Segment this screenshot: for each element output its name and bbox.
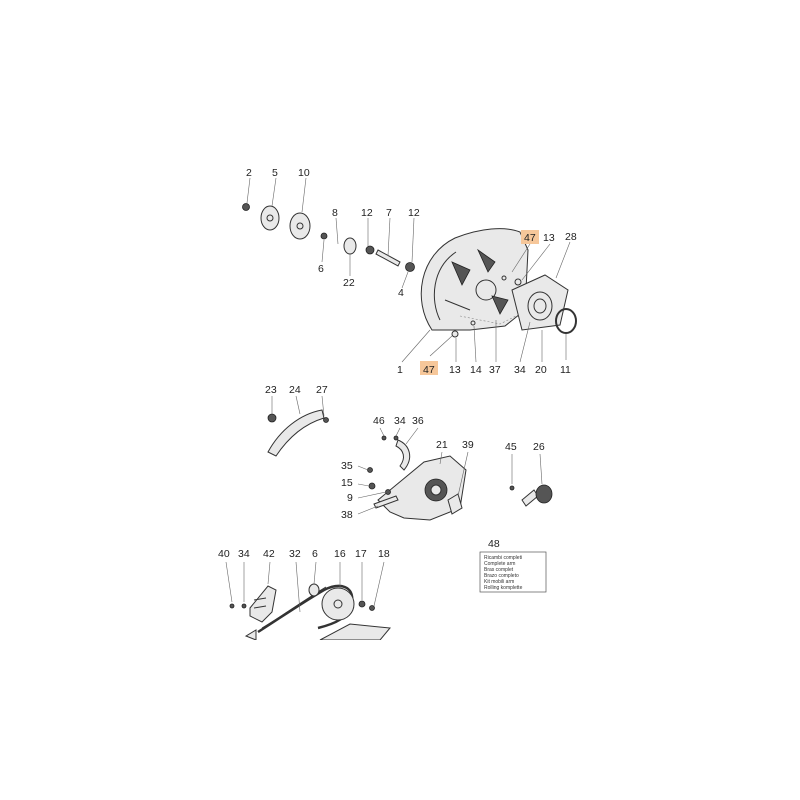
callout-12: 12 [361, 207, 373, 219]
leader-lines-top [246, 177, 571, 363]
kit-line-4: Brazo completo [484, 573, 519, 579]
callout-47: 47 [524, 232, 536, 244]
callout-17: 17 [355, 548, 367, 560]
leader-lines-middle [271, 395, 543, 515]
kit-line-1: Ricambi completi [484, 555, 522, 561]
callout-16: 16 [334, 548, 346, 560]
callout-24: 24 [289, 384, 301, 396]
kit-line-6: Rolling komplette [484, 585, 523, 591]
callout-32: 32 [289, 548, 301, 560]
kit-line-5: Kit mobili arm [484, 579, 514, 585]
callout-40: 40 [218, 548, 230, 560]
callout-46: 46 [373, 415, 385, 427]
callout-7: 7 [386, 207, 392, 219]
callout-27: 27 [316, 384, 328, 396]
kit-line-2: Complete arm [484, 561, 515, 567]
callout-15: 15 [341, 477, 353, 489]
cropped-area [0, 640, 800, 800]
complete-arm-kit-box: Ricambi completi Complete arm Bras compl… [479, 551, 547, 593]
knob [509, 484, 553, 507]
callout-34b: 34 [394, 415, 406, 427]
callout-4: 4 [398, 287, 404, 299]
callout-28: 28 [565, 231, 577, 243]
callout-6: 6 [318, 263, 324, 275]
callout-13b: 13 [449, 364, 461, 376]
callout-42: 42 [263, 548, 275, 560]
callout-6b: 6 [312, 548, 318, 560]
callout-36: 36 [412, 415, 424, 427]
callout-10: 10 [298, 167, 310, 179]
callout-47b: 47 [423, 364, 435, 376]
belt-assembly [229, 583, 391, 641]
shaft-parts [242, 203, 476, 338]
callout-2: 2 [246, 167, 252, 179]
callout-18: 18 [378, 548, 390, 560]
guard-cover [501, 274, 577, 334]
callout-47b-highlight [420, 361, 438, 375]
callout-34: 34 [514, 364, 526, 376]
curved-strap [267, 409, 329, 457]
callout-11: 11 [560, 364, 571, 376]
callout-21: 21 [436, 439, 448, 451]
callout-8: 8 [332, 207, 338, 219]
callout-37: 37 [489, 364, 501, 376]
callout-5: 5 [272, 167, 278, 179]
callout-20: 20 [535, 364, 547, 376]
callout-14: 14 [470, 364, 482, 376]
callout-45: 45 [505, 441, 517, 453]
leader-lines-bottom [225, 561, 385, 613]
callout-34c: 34 [238, 548, 250, 560]
callout-13: 13 [543, 232, 555, 244]
kit-line-3: Bras complet [484, 567, 514, 573]
arm-bracket [367, 435, 467, 521]
blade-guard [420, 228, 529, 331]
callout-12b: 12 [408, 207, 420, 219]
callout-26: 26 [533, 441, 545, 453]
callout-38: 38 [341, 509, 353, 521]
callout-23: 23 [265, 384, 277, 396]
callout-47-highlight [521, 230, 539, 244]
callout-39: 39 [462, 439, 474, 451]
callout-48: 48 [488, 538, 500, 550]
callout-9: 9 [347, 492, 353, 504]
callout-1: 1 [397, 364, 403, 376]
callout-22: 22 [343, 277, 355, 289]
callout-35: 35 [341, 460, 353, 472]
